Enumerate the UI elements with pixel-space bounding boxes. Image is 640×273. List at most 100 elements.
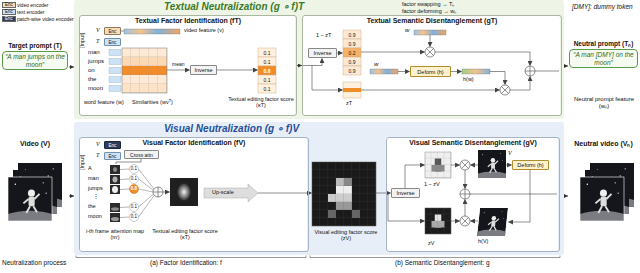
label: on: [88, 67, 95, 74]
label: mean: [172, 62, 185, 68]
label: 0.1: [258, 77, 276, 83]
label: w: [405, 27, 409, 34]
label: ⋮: [93, 193, 99, 200]
label: A: [88, 165, 92, 172]
label: Up-scale: [212, 189, 234, 195]
label: moon: [88, 213, 102, 220]
label: [Input]: [79, 33, 85, 48]
label: man: [88, 175, 99, 182]
label: moon: [88, 85, 103, 92]
label: Visual editing factor score (zV): [311, 229, 381, 242]
label: V: [96, 141, 100, 148]
label: 0.1: [128, 176, 140, 182]
label: 0.1: [258, 59, 276, 65]
label: Similarities (wvᵀ): [132, 99, 173, 105]
label: factor deforming → wₙ: [402, 8, 456, 14]
label: V: [96, 27, 100, 34]
node-heading: Video (V): [1, 140, 69, 148]
node-heading: Neutral prompt (Tₙ): [568, 40, 639, 47]
legend-text: text encoder: [17, 9, 45, 16]
label: word feature (w): [84, 99, 124, 105]
label: Enc: [2, 2, 16, 8]
label: the: [88, 203, 96, 210]
node-heading: Textual Factor Identification (fT): [80, 16, 296, 25]
node-heading: Enc: [105, 28, 120, 35]
label: Enc: [2, 9, 16, 15]
legend-text: video encoder: [17, 2, 48, 9]
node-heading: Inverse: [309, 49, 336, 58]
group-box: Textual Semantic Disentanglement (gT) Inv…: [302, 15, 562, 116]
label: zT: [346, 100, 352, 106]
node-heading: Enc: [105, 153, 120, 160]
label: 1 − zT: [316, 32, 331, 38]
node-heading: Target prompt (T): [1, 42, 69, 49]
node-heading: Neutral video (Vₙ): [568, 140, 639, 148]
process-box: Enc: [104, 152, 121, 160]
process-box: Deform (h): [512, 160, 549, 170]
label: jumps: [88, 58, 104, 65]
label: 0.2: [343, 50, 361, 56]
process-box: Enc: [104, 27, 121, 35]
connector-arrow: [566, 196, 568, 197]
label: h(w): [463, 76, 474, 82]
connector-arrow: [69, 196, 74, 197]
label: 0.9: [343, 68, 361, 74]
label: 0.1: [128, 166, 140, 172]
label: 0.9: [343, 59, 361, 65]
process-box: Deform (h): [410, 66, 451, 77]
process-box: Cross attn: [124, 150, 159, 159]
label: factor swapping → Tₙ: [402, 1, 454, 7]
label: Textual editing factor score (κT): [226, 96, 296, 109]
node-heading: Enc: [105, 39, 120, 46]
label: 1 − zV: [424, 181, 440, 187]
label: Neutral prompt feature (wₙ): [570, 96, 638, 110]
node-heading: Visual Semantic Disentanglement (gV): [387, 138, 559, 147]
process-box: Inverse: [308, 48, 337, 58]
label: (b) Semantic Disentanglement: g: [395, 259, 490, 266]
group-box: Visual Neutralization (g ∘ f)VVisual Fac…: [74, 122, 566, 255]
node-heading: Textual Semantic Disentanglement (gT): [303, 16, 561, 25]
connector-arrow: [69, 67, 74, 68]
process-box: Inverse: [190, 65, 217, 75]
process-box: Neutral video (Vₙ): [568, 140, 639, 252]
process-box: Enc: [104, 141, 121, 149]
node-heading: Inverse: [392, 189, 419, 198]
label: Neutralization process: [2, 259, 66, 266]
label: zV: [428, 240, 434, 246]
label: T: [96, 152, 99, 159]
node-heading: Cross attn: [125, 151, 158, 159]
node-heading: Enc: [105, 142, 120, 149]
label: [DMY]: dummy token: [572, 3, 633, 10]
label: V: [508, 150, 512, 157]
legend-text: patch-wise video encoder: [17, 16, 74, 23]
label: T: [96, 38, 99, 45]
process-box: Neutral prompt (Tₙ) “A man [DMY] on the m…: [568, 40, 639, 92]
label: Textual editing factor score (κT): [150, 228, 220, 241]
label: 0.1: [258, 86, 276, 92]
node-heading: Visual Neutralization (g ∘ f)V: [74, 122, 566, 135]
group-box: Visual Semantic Disentanglement (gV) Inve…: [386, 137, 560, 252]
node-text: “A man jumps on the moon”: [2, 51, 68, 70]
label: the: [88, 76, 96, 83]
label: 0.1: [128, 214, 140, 220]
label: 0.1: [258, 50, 276, 56]
connector-arrow: [566, 66, 568, 67]
label: Enc: [2, 16, 16, 22]
label: jumps: [88, 185, 103, 192]
label: 0.8: [258, 68, 276, 74]
label: (a) Factor Identification: f: [150, 259, 222, 266]
process-box: Video (V): [1, 140, 69, 252]
label: 0.9: [343, 41, 361, 47]
process-box: Inverse: [391, 188, 420, 198]
node-heading: Deform (h): [411, 67, 450, 77]
label: 0.8: [128, 186, 140, 192]
label: h(V): [478, 238, 488, 244]
node-text: “A man [DMY] on the moon”: [569, 49, 638, 68]
label: i-th frame attention map (mⁱ): [83, 228, 147, 241]
label: w: [374, 61, 378, 68]
label: 0.9: [343, 32, 361, 38]
node-heading: Textual Neutralization (g ∘ f)T: [74, 0, 566, 13]
label: [Input]: [79, 155, 85, 170]
label: 0.1: [128, 204, 140, 210]
